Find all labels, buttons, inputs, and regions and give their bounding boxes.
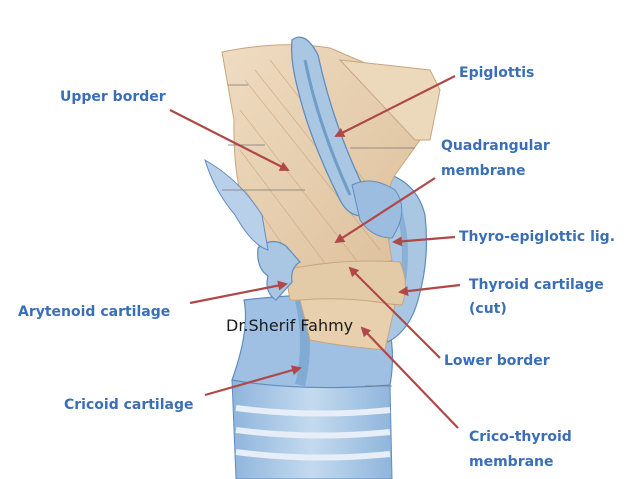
- label-epiglottis: Epiglottis: [459, 65, 535, 81]
- label-cricothyroid-2: membrane: [469, 454, 554, 470]
- label-quadrangular-1: Quadrangular: [441, 138, 550, 154]
- arrow-thyro-epiglottic: [392, 235, 456, 247]
- label-cricothyroid-1: Crico-thyroid: [469, 429, 572, 445]
- label-cricoid: Cricoid cartilage: [64, 397, 194, 413]
- arrow-lower-border: [348, 266, 441, 359]
- label-thyro-epiglottic: Thyro-epiglottic lig.: [459, 229, 616, 245]
- label-thyroid-2: (cut): [469, 301, 507, 317]
- arrow-thyroid: [398, 283, 461, 297]
- watermark: Dr.Sherif Fahmy: [226, 316, 354, 335]
- arytenoid-cartilage: [204, 158, 301, 301]
- label-lower-border: Lower border: [444, 353, 550, 369]
- label-quadrangular-2: membrane: [441, 163, 526, 179]
- label-upper-border: Upper border: [60, 89, 166, 105]
- pointer-arrows: [169, 75, 461, 429]
- leader-lines: [222, 84, 415, 387]
- arrow-epiglottis: [334, 75, 456, 137]
- trachea: [231, 379, 393, 479]
- arrow-quadrangular: [334, 177, 436, 244]
- arrow-cricothyroid: [360, 326, 459, 429]
- label-arytenoid: Arytenoid cartilage: [18, 304, 171, 320]
- arrow-arytenoid: [189, 280, 288, 305]
- arrow-upper-border: [169, 109, 290, 171]
- label-thyroid-1: Thyroid cartilage: [469, 277, 604, 293]
- arrow-cricoid: [204, 365, 302, 397]
